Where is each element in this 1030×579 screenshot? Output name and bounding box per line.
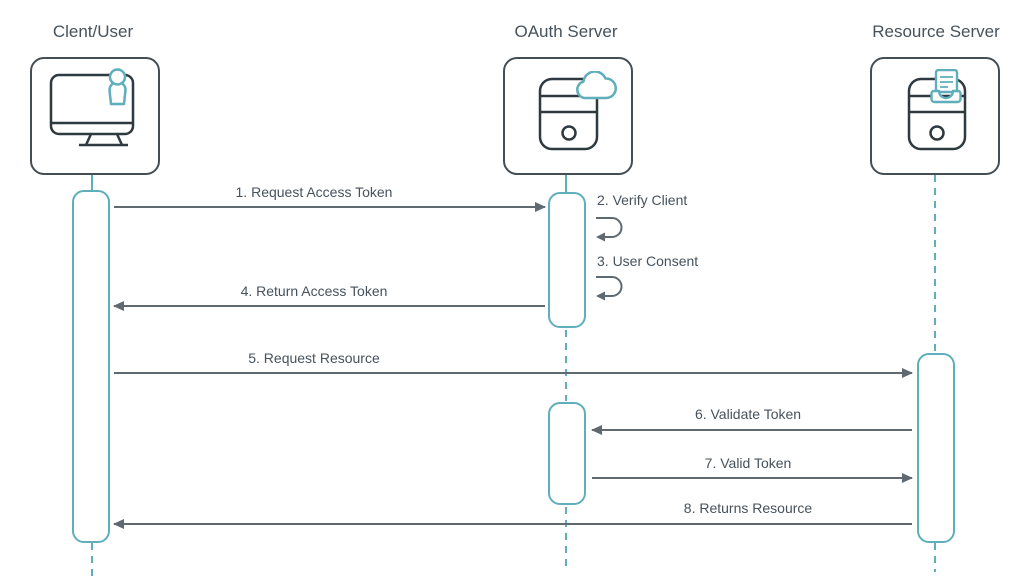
server-document-icon xyxy=(907,69,967,151)
message-label-1: 1. Request Access Token xyxy=(235,184,393,200)
arrowhead-right-icon xyxy=(902,368,913,378)
lifeline-client-bottom xyxy=(91,556,93,576)
message-arrow-7 xyxy=(592,473,913,483)
message-arrow-6 xyxy=(591,425,912,435)
actor-title-client: Clent/User xyxy=(52,22,134,41)
message-arrow-8 xyxy=(113,519,912,529)
server-cloud-icon xyxy=(538,71,617,151)
activation-client xyxy=(72,190,110,543)
lifeline-oauth-top xyxy=(565,175,567,193)
actor-box-resource-server xyxy=(870,57,1000,175)
lifeline-client-top xyxy=(91,175,93,191)
message-label-6: 6. Validate Token xyxy=(694,406,802,422)
message-label-3: 3. User Consent xyxy=(597,253,699,269)
arrowhead-left-icon xyxy=(591,425,602,435)
actor-box-oauth-server xyxy=(503,57,633,175)
lifeline-oauth-middle xyxy=(565,330,567,401)
actor-box-client xyxy=(30,57,160,175)
actor-title-resource-server: Resource Server xyxy=(872,22,1000,41)
activation-oauth-1 xyxy=(548,192,586,328)
actor-title-oauth-server: OAuth Server xyxy=(514,22,618,41)
message-label-8: 8. Returns Resource xyxy=(683,500,813,516)
lifeline-resource-bottom xyxy=(934,556,936,572)
message-label-4: 4. Return Access Token xyxy=(240,283,388,299)
arrowhead-left-icon xyxy=(113,519,124,529)
message-arrow-4 xyxy=(113,301,545,311)
message-label-2: 2. Verify Client xyxy=(597,192,688,208)
monitor-user-icon xyxy=(49,68,135,147)
lifeline-resource-top xyxy=(934,175,936,353)
message-label-7: 7. Valid Token xyxy=(704,455,792,471)
self-loop-arrow-2 xyxy=(596,217,623,242)
lifeline-resource-stub xyxy=(934,543,936,550)
message-label-5: 5. Request Resource xyxy=(248,350,380,366)
lifeline-client-stub xyxy=(91,543,93,550)
self-loop-arrow-3 xyxy=(596,276,623,301)
lifeline-oauth-bottom xyxy=(565,507,567,569)
arrowhead-right-icon xyxy=(535,202,546,212)
message-arrow-1 xyxy=(114,202,546,212)
message-arrow-5 xyxy=(114,368,913,378)
activation-resource xyxy=(917,353,955,543)
activation-oauth-2 xyxy=(548,402,586,505)
arrowhead-right-icon xyxy=(902,473,913,483)
arrowhead-left-icon xyxy=(113,301,124,311)
